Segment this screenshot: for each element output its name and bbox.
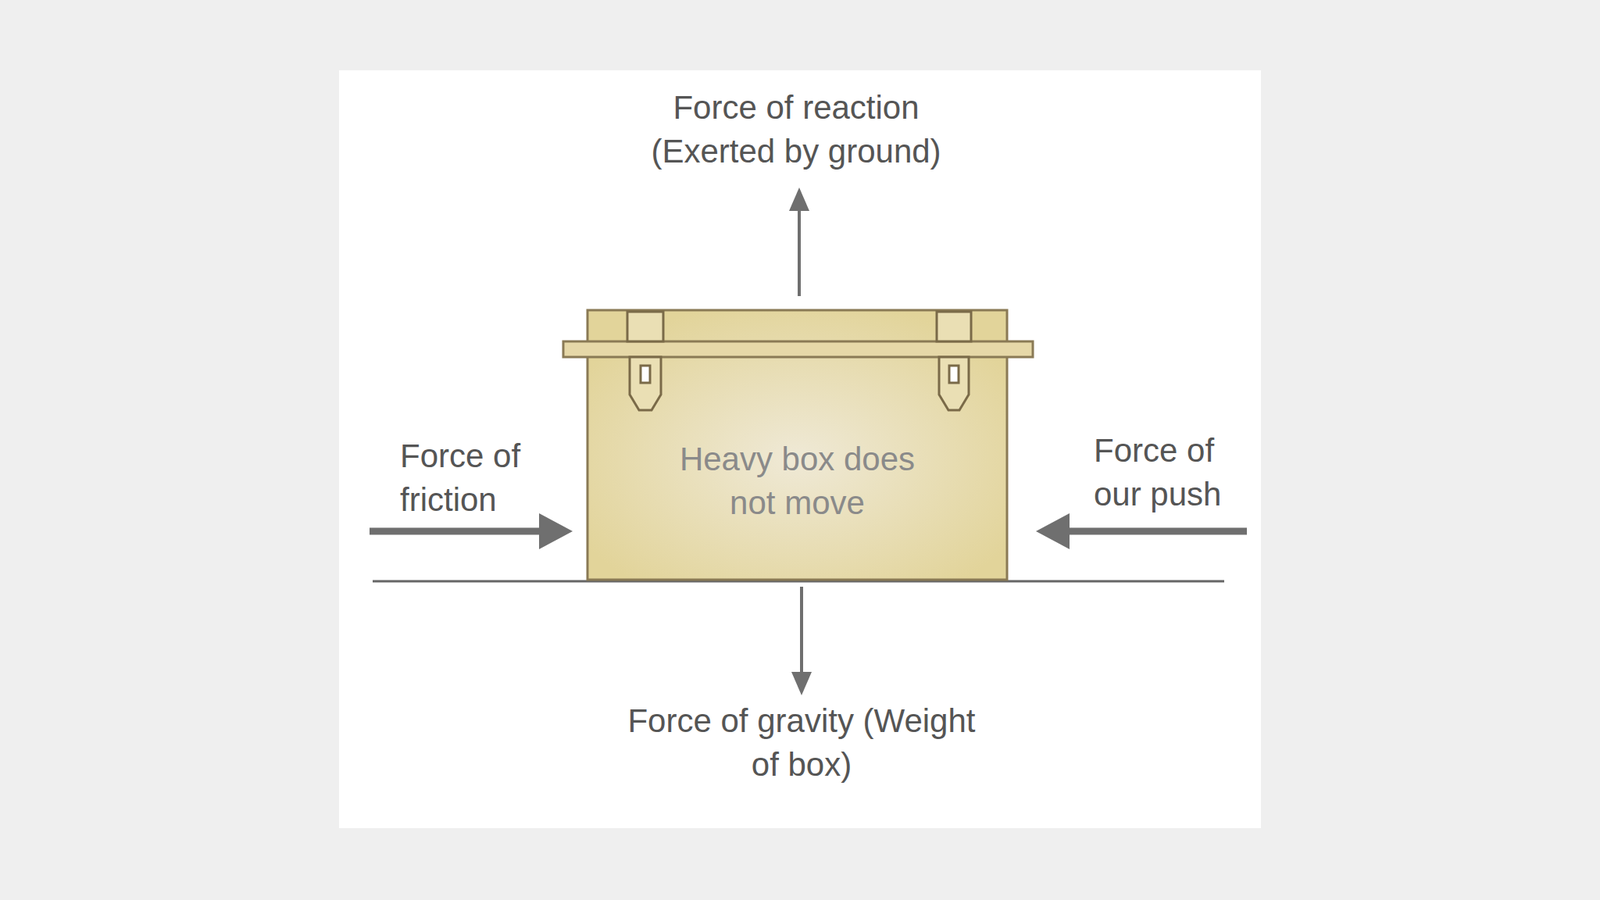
- force-label: Force of our push: [1093, 428, 1250, 517]
- box-lid-strip: [563, 341, 1033, 358]
- force-label: Force of friction: [400, 434, 557, 522]
- heavy-box: Heavy box does not move: [587, 310, 1008, 580]
- box-latch: [627, 311, 972, 411]
- white-panel: [339, 70, 1261, 829]
- force-label: Force of reaction (Exerted by ground): [620, 85, 972, 174]
- force-label: Force of gravity (Weight of box): [625, 699, 978, 787]
- box-text: Heavy box does not move: [664, 437, 931, 525]
